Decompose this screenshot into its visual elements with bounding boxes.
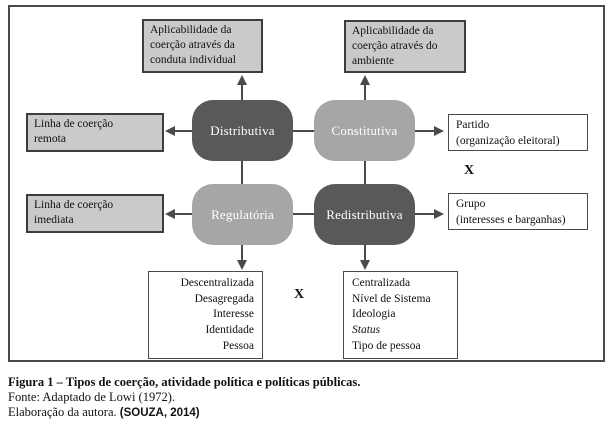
x-marker-right: X <box>464 163 475 178</box>
list-item: Centralizada <box>352 277 411 289</box>
list-item: Ideologia <box>352 308 396 321</box>
caption-citation: (SOUZA, 2014) <box>119 407 200 419</box>
node-redistributiva: Redistributiva <box>314 184 415 245</box>
list-item: Pessoa <box>222 339 254 352</box>
coercion-line-immediate-box: Linha de coerção imediata <box>26 194 164 233</box>
x-marker-bottom: X <box>294 287 305 302</box>
caption-elaboration: Elaboração da autora. <box>8 405 117 419</box>
caption-elaboration-line: Elaboração da autora. (SOUZA, 2014) <box>8 405 360 421</box>
list-item: Desagregada <box>194 292 254 305</box>
arrowhead-right-icon <box>434 209 444 219</box>
applicability-environment-box: Aplicabilidade da coerção através do amb… <box>344 20 466 73</box>
partido-box: Partido (organização eleitoral) <box>448 114 588 151</box>
grupo-title: Grupo <box>456 198 486 210</box>
list-item: Nível de Sistema <box>352 292 431 305</box>
connector-distributiva-constitutiva <box>293 130 314 132</box>
connector-regulatoria-redistributiva <box>293 213 314 215</box>
caption-title: Figura 1 – Tipos de coerção, atividade p… <box>8 375 361 389</box>
figure-caption: Figura 1 – Tipos de coerção, atividade p… <box>8 375 360 421</box>
arrowhead-down-icon <box>360 260 370 270</box>
applicability-individual-box: Aplicabilidade da coerção através da con… <box>142 19 263 73</box>
caption-source: Fonte: Adaptado de Lowi (1972). <box>8 390 175 404</box>
decentralized-box: Descentralizada Desagregada Interesse Id… <box>148 271 263 359</box>
grupo-box: Grupo (interesses e barganhas) <box>448 193 588 230</box>
diagram-frame <box>8 5 605 362</box>
grupo-subtitle: (interesses e barganhas) <box>456 214 566 227</box>
arrowhead-right-icon <box>434 126 444 136</box>
list-item: Descentralizada <box>180 277 254 289</box>
arrowhead-left-icon <box>165 209 175 219</box>
list-item: Status <box>352 323 381 336</box>
arrowhead-up-icon <box>360 75 370 85</box>
list-item: Tipo de pessoa <box>352 339 421 352</box>
node-constitutiva: Constitutiva <box>314 100 415 161</box>
connector-constitutiva-redistributiva <box>364 161 366 184</box>
arrowhead-down-icon <box>237 260 247 270</box>
connector-distributiva-regulatoria <box>241 161 243 184</box>
node-distributiva: Distributiva <box>192 100 293 161</box>
node-regulatoria: Regulatória <box>192 184 293 245</box>
partido-title: Partido <box>456 119 490 131</box>
partido-subtitle: (organização eleitoral) <box>456 135 560 148</box>
arrowhead-up-icon <box>237 75 247 85</box>
list-item: Interesse <box>213 308 254 321</box>
coercion-line-remote-box: Linha de coerção remota <box>26 113 164 152</box>
list-item: Identidade <box>205 323 254 336</box>
arrowhead-left-icon <box>165 126 175 136</box>
centralized-box: Centralizada Nível de Sistema Ideologia … <box>343 271 458 359</box>
